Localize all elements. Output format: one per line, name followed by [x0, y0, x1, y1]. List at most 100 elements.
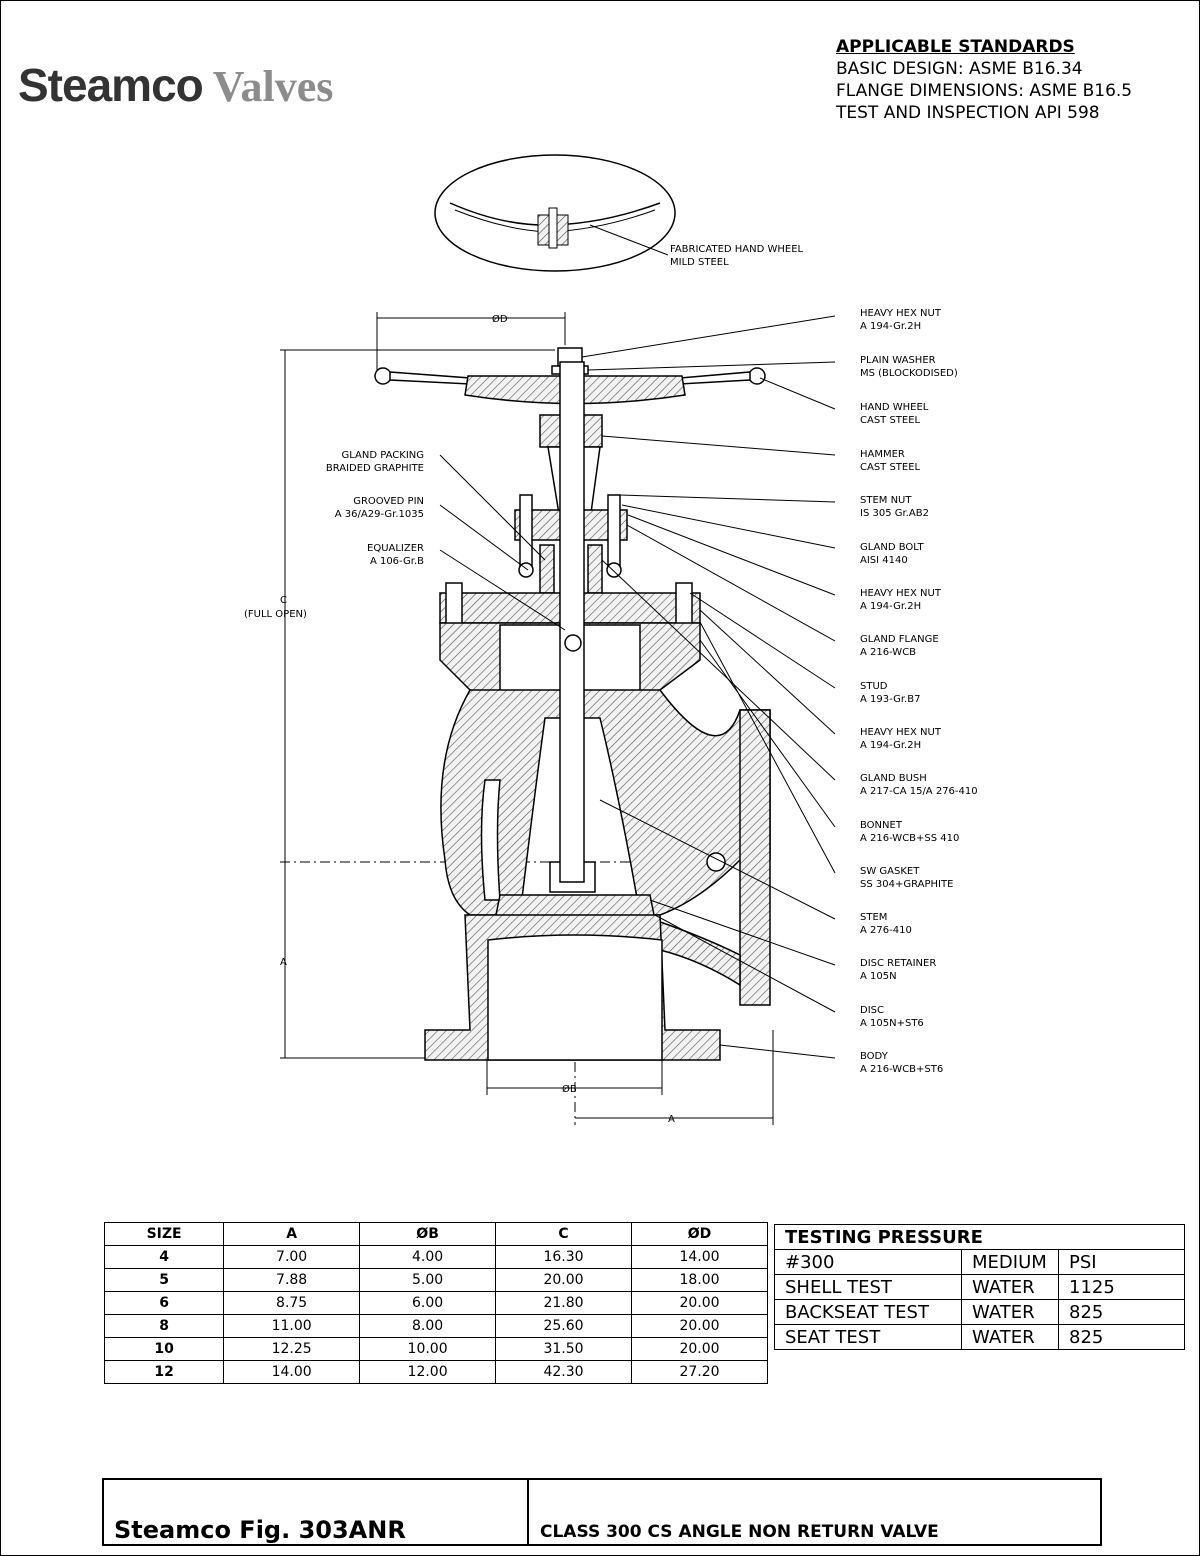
col-a: A: [223, 1222, 361, 1246]
cell-b: 12.00: [359, 1360, 497, 1384]
callout-sw-gasket: SW GASKET: [860, 866, 920, 877]
testing-header-row: #300 MEDIUM PSI: [774, 1249, 1185, 1275]
cell-a: 11.00: [223, 1314, 361, 1338]
callout-grooved-pin: GROOVED PIN: [353, 496, 424, 507]
leader-lines: [439, 315, 836, 1059]
standards-line: FLANGE DIMENSIONS: ASME B16.5: [836, 81, 1133, 101]
valve-drawing: FABRICATED HAND WHEEL MILD STEEL ØD ØB A…: [244, 154, 978, 1125]
test-name: BACKSEAT TEST: [774, 1299, 962, 1325]
cell-b: 5.00: [359, 1268, 497, 1292]
standards-line: TEST AND INSPECTION API 598: [836, 103, 1100, 123]
handwheel-detail-label-1: FABRICATED HAND WHEEL: [670, 244, 804, 255]
test-psi: 825: [1058, 1299, 1185, 1325]
testing-col-class: #300: [774, 1249, 962, 1275]
table-header-row: SIZE A ØB C ØD: [103, 1222, 768, 1246]
cell-d: 14.00: [631, 1245, 768, 1269]
col-b: ØB: [359, 1222, 497, 1246]
cell-b: 10.00: [359, 1337, 497, 1361]
testing-pressure-table: TESTING PRESSURE #300 MEDIUM PSI SHELL T…: [774, 1224, 1185, 1350]
cell-size: 10: [103, 1337, 225, 1361]
callout-bonnet-material: A 216-WCB+SS 410: [860, 833, 959, 844]
table-row: SHELL TEST WATER 1125: [774, 1274, 1185, 1300]
cell-d: 20.00: [631, 1291, 768, 1315]
valve-description: CLASS 300 CS ANGLE NON RETURN VALVE: [540, 1522, 939, 1542]
callout-stud: STUD: [860, 681, 888, 692]
test-medium: WATER: [961, 1324, 1059, 1350]
callout-disc-material: A 105N+ST6: [860, 1018, 924, 1029]
callout-stem-material: A 276-410: [860, 925, 912, 936]
testing-col-psi: PSI: [1058, 1249, 1185, 1275]
table-row: 5 7.88 5.00 20.00 18.00: [103, 1268, 768, 1292]
cell-a: 14.00: [223, 1360, 361, 1384]
callout-body: BODY: [860, 1051, 889, 1062]
cell-d: 27.20: [631, 1360, 768, 1384]
cell-size: 5: [103, 1268, 225, 1292]
callout-gland-flange-material: A 216-WCB: [860, 647, 916, 658]
test-name: SEAT TEST: [774, 1324, 962, 1350]
dim-b-label: ØB: [562, 1083, 577, 1095]
cell-size: 12: [103, 1360, 225, 1384]
applicable-standards: APPLICABLE STANDARDS BASIC DESIGN: ASME …: [836, 36, 1132, 124]
callout-gland-bush-material: A 217-CA 15/A 276-410: [860, 786, 978, 797]
callout-disc: DISC: [860, 1005, 884, 1016]
callout-equalizer-material: A 106-Gr.B: [370, 556, 424, 567]
callout-gland-packing: GLAND PACKING: [341, 450, 424, 461]
handwheel-detail-label-2: MILD STEEL: [670, 257, 729, 268]
callout-body-material: A 216-WCB+ST6: [860, 1064, 943, 1075]
brand-word-1: Steamco: [18, 59, 204, 111]
callout-plain-washer: PLAIN WASHER: [860, 355, 936, 366]
cell-a: 7.88: [223, 1268, 361, 1292]
figure-number: Steamco Fig. 303ANR: [114, 1516, 406, 1544]
callout-plain-washer-material: MS (BLOCKODISED): [860, 368, 958, 379]
title-block: Steamco Fig. 303ANR CLASS 300 CS ANGLE N…: [102, 1478, 1102, 1546]
callout-stud-material: A 193-Gr.B7: [860, 694, 920, 705]
dim-d-label: ØD: [492, 313, 508, 325]
col-d: ØD: [631, 1222, 768, 1246]
table-row: 12 14.00 12.00 42.30 27.20: [103, 1360, 768, 1384]
col-c: C: [495, 1222, 633, 1246]
callout-gland-bolt: GLAND BOLT: [860, 542, 925, 553]
cell-b: 8.00: [359, 1314, 497, 1338]
cell-c: 42.30: [495, 1360, 633, 1384]
dim-a-left-label: A: [280, 957, 287, 968]
cell-d: 20.00: [631, 1337, 768, 1361]
cell-d: 20.00: [631, 1314, 768, 1338]
callout-heavy-hex-nut-2: HEAVY HEX NUT: [860, 588, 942, 599]
valve-body: [374, 347, 771, 1061]
right-callouts: HEAVY HEX NUT A 194-Gr.2H PLAIN WASHER M…: [860, 308, 978, 1075]
callout-stem: STEM: [860, 912, 887, 923]
table-row: BACKSEAT TEST WATER 825: [774, 1299, 1185, 1325]
callout-hammer: HAMMER: [860, 449, 905, 460]
standards-line: BASIC DESIGN: ASME B16.34: [836, 59, 1083, 79]
handwheel-detail: FABRICATED HAND WHEEL MILD STEEL: [434, 154, 804, 272]
callout-heavy-hex-nut: HEAVY HEX NUT: [860, 308, 942, 319]
callout-sw-gasket-material: SS 304+GRAPHITE: [860, 879, 953, 890]
callout-hammer-material: CAST STEEL: [860, 462, 921, 473]
callout-equalizer: EQUALIZER: [367, 543, 424, 554]
testing-title-row: TESTING PRESSURE: [774, 1224, 1185, 1250]
cell-size: 4: [103, 1245, 225, 1269]
table-row: 8 11.00 8.00 25.60 20.00: [103, 1314, 768, 1338]
cell-c: 25.60: [495, 1314, 633, 1338]
table-row: SEAT TEST WATER 825: [774, 1324, 1185, 1350]
dimensions-table: SIZE A ØB C ØD 4 7.00 4.00 16.30 14.00 5…: [103, 1222, 768, 1384]
table-row: 4 7.00 4.00 16.30 14.00: [103, 1245, 768, 1269]
test-medium: WATER: [961, 1274, 1059, 1300]
test-psi: 1125: [1058, 1274, 1185, 1300]
left-callouts: GLAND PACKING BRAIDED GRAPHITE GROOVED P…: [326, 450, 424, 567]
table-row: 6 8.75 6.00 21.80 20.00: [103, 1291, 768, 1315]
cell-a: 8.75: [223, 1291, 361, 1315]
callout-heavy-hex-nut-3: HEAVY HEX NUT: [860, 727, 942, 738]
standards-heading: APPLICABLE STANDARDS: [836, 37, 1075, 57]
callout-grooved-pin-material: A 36/A29-Gr.1035: [335, 509, 424, 520]
callout-heavy-hex-nut-3-material: A 194-Gr.2H: [860, 740, 921, 751]
callout-heavy-hex-nut-2-material: A 194-Gr.2H: [860, 601, 921, 612]
cell-d: 18.00: [631, 1268, 768, 1292]
cell-c: 21.80: [495, 1291, 633, 1315]
test-name: SHELL TEST: [774, 1274, 962, 1300]
cell-b: 4.00: [359, 1245, 497, 1269]
callout-bonnet: BONNET: [860, 820, 903, 831]
callout-gland-bush: GLAND BUSH: [860, 773, 927, 784]
callout-hand-wheel: HAND WHEEL: [860, 402, 929, 413]
